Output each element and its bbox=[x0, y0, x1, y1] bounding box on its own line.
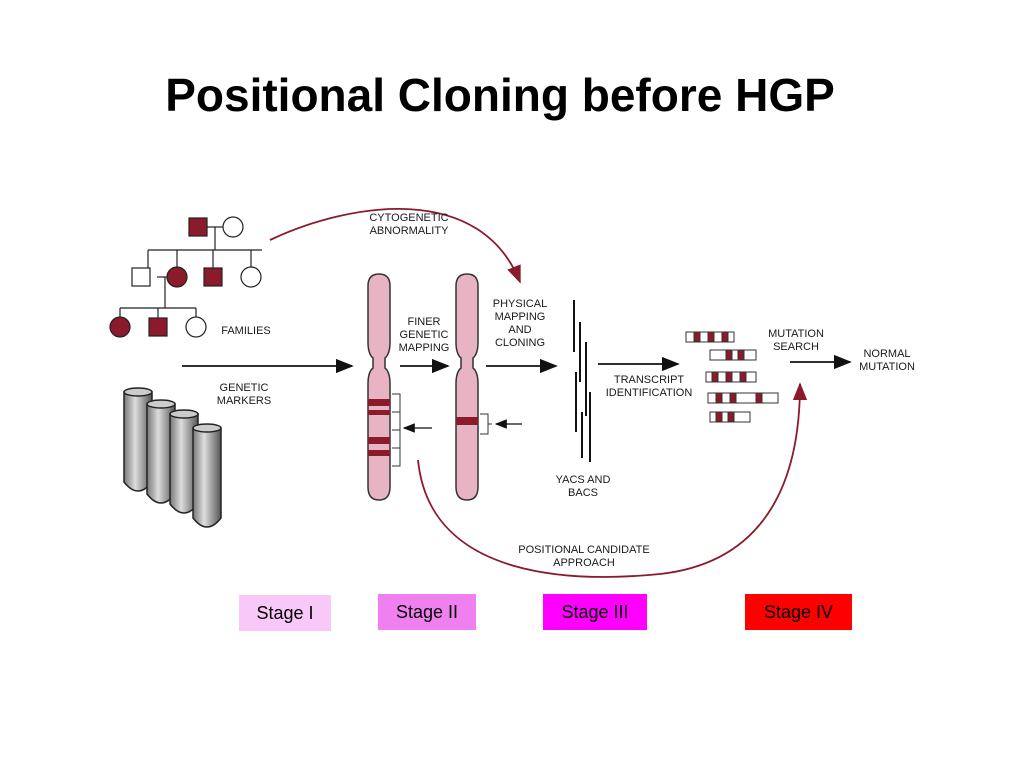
chromosome-stage-2 bbox=[455, 273, 522, 501]
cytogenetic-label: CYTOGENETIC ABNORMALITY bbox=[369, 212, 449, 237]
stage-3-badge: Stage III bbox=[543, 594, 647, 630]
chromosome-stage-1 bbox=[367, 273, 432, 501]
page-title: Positional Cloning before HGP bbox=[165, 69, 835, 121]
yac-bac-clones bbox=[573, 300, 591, 462]
stage-2-badge: Stage II bbox=[378, 594, 476, 630]
physical-mapping-label: PHYSICAL MAPPING AND CLONING bbox=[492, 298, 548, 349]
affected-male-symbol bbox=[203, 267, 223, 287]
flow-arrows bbox=[182, 354, 852, 374]
yacs-bacs-label: YACs AND BACs bbox=[555, 474, 611, 499]
affected-male-symbol bbox=[188, 217, 208, 237]
affected-female-symbol bbox=[166, 266, 188, 288]
unaffected-female-symbol bbox=[185, 316, 207, 338]
unaffected-female-symbol bbox=[222, 216, 244, 238]
pedigree bbox=[109, 216, 262, 338]
stage-1-badge: Stage I bbox=[239, 595, 331, 631]
positional-cloning-diagram: CYTOGENETIC ABNORMALITY FAMILIES GENETIC… bbox=[100, 182, 928, 602]
normal-mutation-label: NORMAL MUTATION bbox=[859, 348, 915, 373]
affected-female-symbol bbox=[109, 316, 131, 338]
affected-male-symbol bbox=[148, 317, 168, 337]
transcript-identification-label: TRANSCRIPT IDENTIFICATION bbox=[605, 374, 693, 399]
unaffected-male-symbol bbox=[131, 267, 151, 287]
test-tubes bbox=[123, 387, 222, 528]
mutation-search-label: MUTATION SEARCH bbox=[768, 328, 824, 353]
stage-4-badge: Stage IV bbox=[745, 594, 852, 630]
transcript-bars bbox=[685, 331, 779, 423]
families-label: FAMILIES bbox=[221, 325, 271, 337]
genetic-markers-label: GENETIC MARKERS bbox=[216, 382, 272, 407]
positional-candidate-label: POSITIONAL CANDIDATE APPROACH bbox=[518, 544, 650, 569]
diagram-canvas bbox=[109, 208, 852, 578]
unaffected-female-symbol bbox=[240, 266, 262, 288]
finer-mapping-label: FINER GENETIC MAPPING bbox=[398, 316, 450, 354]
curved-arrows bbox=[269, 208, 808, 578]
